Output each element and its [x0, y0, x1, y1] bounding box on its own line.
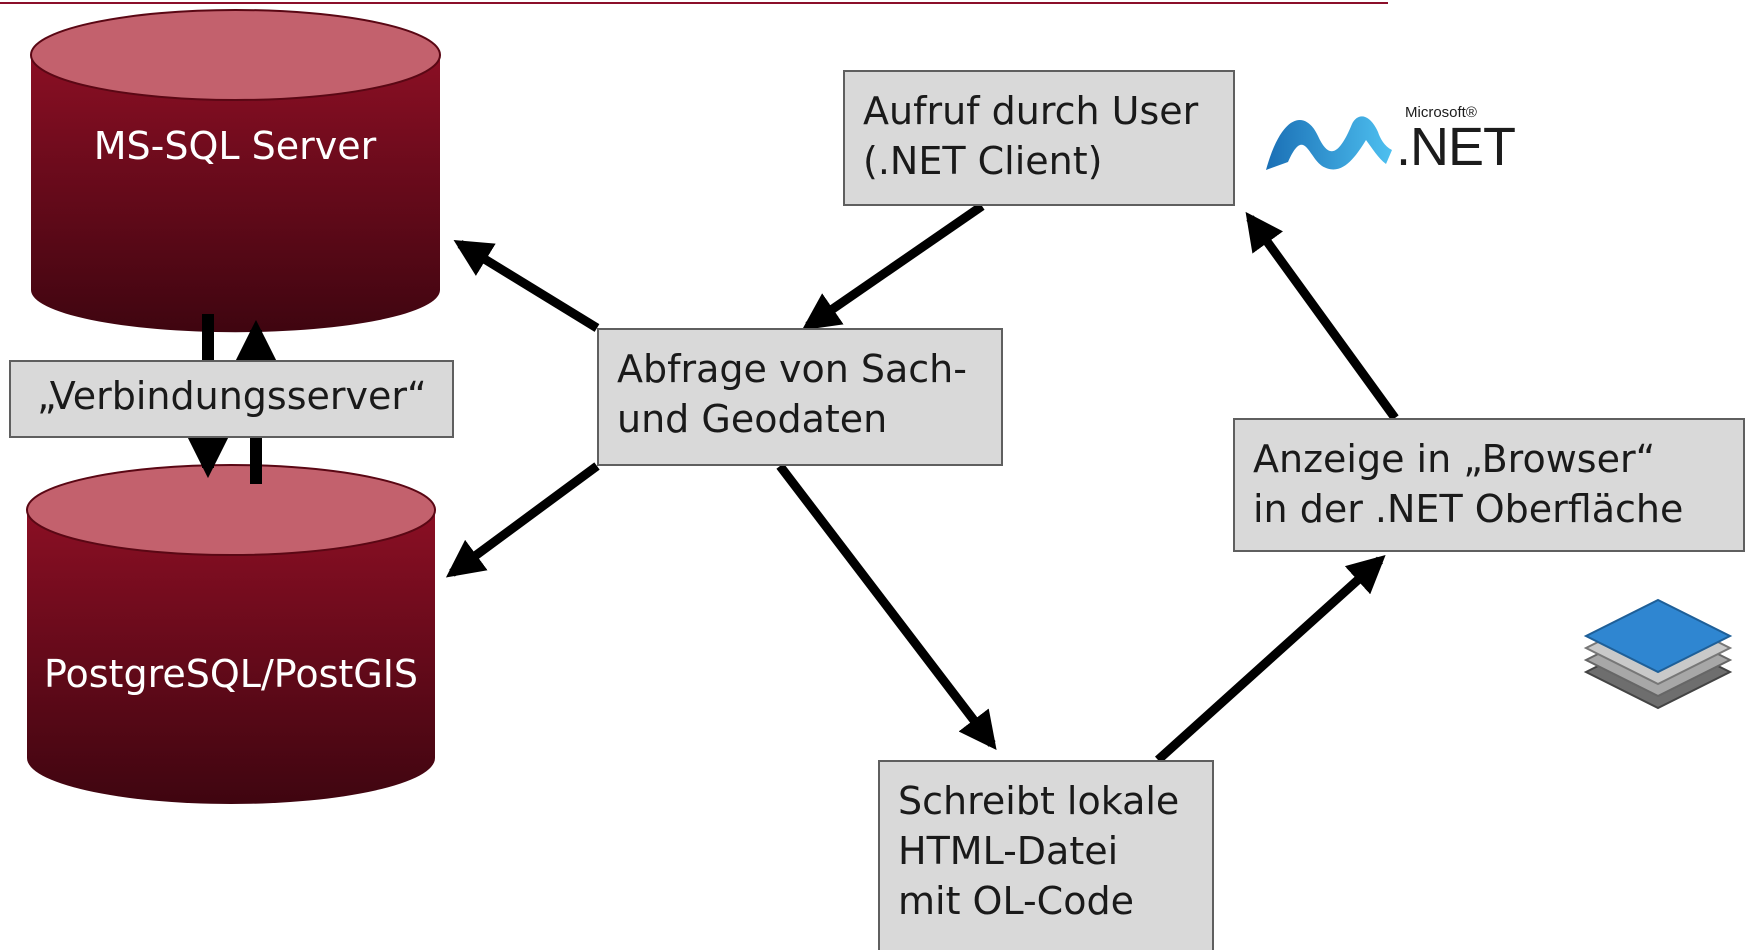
dotnet-text: .NET [1396, 117, 1516, 177]
aufruf-box: Aufruf durch User (.NET Client) [843, 70, 1235, 206]
flow-arrows [445, 202, 1399, 764]
abfrage-line-1: Abfrage von Sach- [617, 347, 967, 391]
postgres-label: PostgreSQL/PostGIS [43, 652, 419, 696]
dotnet-logo: Microsoft® .NET [1260, 92, 1550, 212]
arrow-abfrage-to-mssql [453, 240, 600, 332]
arrow-abfrage-to-postgres [445, 462, 600, 578]
schreibt-line-3: mit OL-Code [898, 879, 1134, 924]
arrow-abfrage-to-schreibt [776, 463, 997, 751]
aufruf-line-2: (.NET Client) [863, 139, 1103, 184]
microsoft-brand: Microsoft® [1405, 104, 1477, 121]
mssql-cylinder [30, 9, 441, 333]
aufruf-line-1: Aufruf durch User [863, 89, 1199, 133]
schreibt-box: Schreibt lokale HTML-Datei mit OL-Code [878, 760, 1214, 950]
layer-stack-icon [1583, 598, 1733, 710]
schreibt-line-1: Schreibt lokale [898, 779, 1180, 823]
abfrage-box: Abfrage von Sach- und Geodaten [597, 328, 1003, 466]
dotnet-wave-icon [1266, 116, 1392, 170]
verbindungsserver-label: „Verbindungsserver“ [37, 374, 427, 418]
arrow-schreibt-to-anzeige [1154, 554, 1386, 764]
arrow-aufruf-to-abfrage [801, 202, 985, 331]
anzeige-box: Anzeige in „Browser“ in der .NET Oberflä… [1233, 418, 1745, 552]
anzeige-line-2: in der .NET Oberfläche [1253, 487, 1684, 532]
mssql-label: MS-SQL Server [93, 124, 377, 168]
arrow-anzeige-to-aufruf [1245, 211, 1399, 421]
abfrage-line-2: und Geodaten [617, 397, 888, 442]
schreibt-line-2: HTML-Datei [898, 829, 1119, 874]
anzeige-line-1: Anzeige in „Browser“ [1253, 437, 1656, 481]
postgres-cylinder [26, 464, 436, 804]
verbindungsserver-box: „Verbindungsserver“ [9, 360, 454, 438]
